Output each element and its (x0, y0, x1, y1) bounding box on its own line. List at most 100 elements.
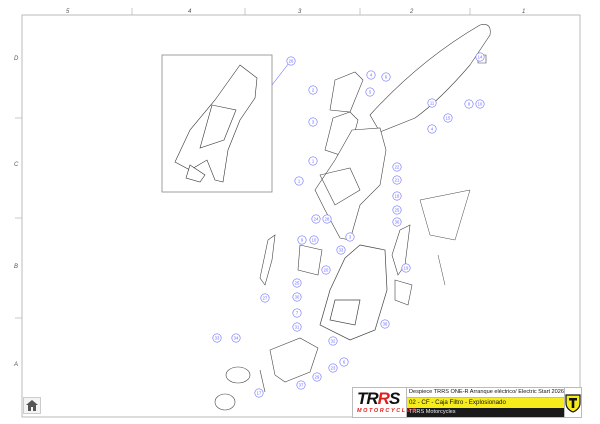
trrs-badge-icon (564, 388, 581, 417)
balloon-number: 32 (331, 339, 336, 344)
zone-ticks (15, 8, 471, 319)
balloon-number: 11 (430, 101, 435, 106)
balloon-number: 10 (478, 102, 483, 107)
part-balloon: 3 (308, 117, 318, 127)
balloon-number: 8 (468, 102, 471, 107)
balloon-number: 3 (312, 120, 315, 125)
intake-boot-part (214, 337, 319, 411)
part-balloon: 21 (392, 175, 402, 185)
zone-col-label: 1 (522, 9, 526, 15)
part-balloon: 9 (297, 235, 307, 245)
part-balloon: 31 (292, 322, 302, 332)
part-balloon: 27 (260, 293, 270, 303)
part-balloon: 1 (294, 176, 304, 186)
part-balloon: 38 (380, 319, 390, 329)
balloon-number: 26 (289, 59, 294, 64)
balloon-number: 6 (343, 360, 346, 365)
balloon-number: 3 (349, 235, 352, 240)
part-balloon: 25 (292, 278, 302, 288)
balloon-number: 20 (324, 268, 329, 273)
zone-col-label: 4 (188, 9, 192, 15)
balloon-number: 4 (431, 127, 434, 132)
zone-row-label: B (14, 264, 19, 270)
hardware-bolts (419, 189, 471, 286)
balloon-number: 31 (295, 325, 300, 330)
zone-col-label: 3 (298, 9, 302, 15)
balloon-number: 9 (301, 238, 304, 243)
part-balloon: 32 (328, 336, 338, 346)
title-block: TRRS MOTORCYCLES Despiece TRRS ONE-R Arr… (352, 387, 582, 418)
part-balloon: 3 (345, 232, 355, 242)
part-balloon: 22 (392, 162, 402, 172)
part-balloon: 4 (427, 124, 437, 134)
balloon-number: 5 (369, 90, 372, 95)
balloon-number: 28 (325, 217, 330, 222)
part-balloon: 30 (292, 292, 302, 302)
part-balloon: 10 (309, 235, 319, 245)
part-balloon: 28 (322, 214, 332, 224)
drawing-title: 02 - CF - Caja Filtro - Explosionado (406, 398, 564, 408)
part-balloon: 25 (392, 205, 402, 215)
part-balloon: 33 (212, 333, 222, 343)
zone-col-label: 5 (66, 9, 70, 15)
part-balloon: 1 (308, 156, 318, 166)
balloon-number: 27 (263, 296, 268, 301)
zone-row-label: A (14, 362, 19, 368)
balloon-number: 18 (395, 194, 400, 199)
part-balloon: 14 (475, 52, 485, 62)
balloon-number: 29 (315, 375, 320, 380)
balloon-number: 4 (370, 73, 373, 78)
drawing-frame (21, 14, 581, 418)
part-balloon: 5 (365, 87, 375, 97)
part-balloon: 24 (311, 214, 321, 224)
part-balloon: 19 (401, 263, 411, 273)
part-balloon: 7 (292, 308, 302, 318)
trrs-logo: TRRS MOTORCYCLES (353, 388, 416, 417)
company-name: TRRS Motorcycles (406, 407, 564, 417)
balloon-number: 21 (395, 178, 400, 183)
part-balloon: 20 (321, 265, 331, 275)
part-balloon: 2 (308, 85, 318, 95)
part-balloon: 33 (336, 245, 346, 255)
balloon-number: 24 (314, 217, 319, 222)
filter-cover-part (324, 71, 364, 156)
part-balloon: 10 (475, 99, 485, 109)
balloon-number: 25 (395, 208, 400, 213)
inset-view-frame (161, 54, 273, 193)
balloon-number: 36 (395, 220, 400, 225)
part-balloon: 4 (366, 70, 376, 80)
airbox-part (319, 244, 388, 341)
part-balloon: 34 (231, 333, 241, 343)
balloon-number: 33 (215, 336, 220, 341)
balloon-number: 22 (395, 165, 400, 170)
balloon-number: 10 (312, 238, 317, 243)
balloon-number: 6 (385, 75, 388, 80)
home-button[interactable] (23, 397, 41, 414)
inset-fender-part (174, 64, 258, 183)
balloon-number: 17 (257, 391, 262, 396)
balloon-number: 7 (296, 311, 299, 316)
zone-row-label: D (14, 56, 19, 62)
part-balloon: 18 (392, 191, 402, 201)
balloon-number: 30 (295, 295, 300, 300)
balloon-number: 38 (383, 322, 388, 327)
balloon-number: 25 (295, 281, 300, 286)
drawing-description: Despiece TRRS ONE-R Arranque eléctrico/ … (406, 388, 564, 399)
part-balloon: 8 (464, 99, 474, 109)
balloon-number: 14 (478, 55, 483, 60)
zone-row-label: C (14, 162, 19, 168)
part-balloon: 15 (443, 113, 453, 123)
zone-col-label: 2 (410, 9, 414, 15)
balloon-number: 23 (331, 366, 336, 371)
part-balloon: 23 (328, 363, 338, 373)
balloon-number: 15 (446, 116, 451, 121)
balloon-number: 37 (299, 383, 304, 388)
part-balloon: 37 (296, 380, 306, 390)
home-icon (26, 400, 38, 411)
balloon-number: 33 (339, 248, 344, 253)
part-balloon: 36 (392, 217, 402, 227)
part-balloon: 26 (286, 56, 296, 66)
balloon-number: 34 (234, 336, 239, 341)
